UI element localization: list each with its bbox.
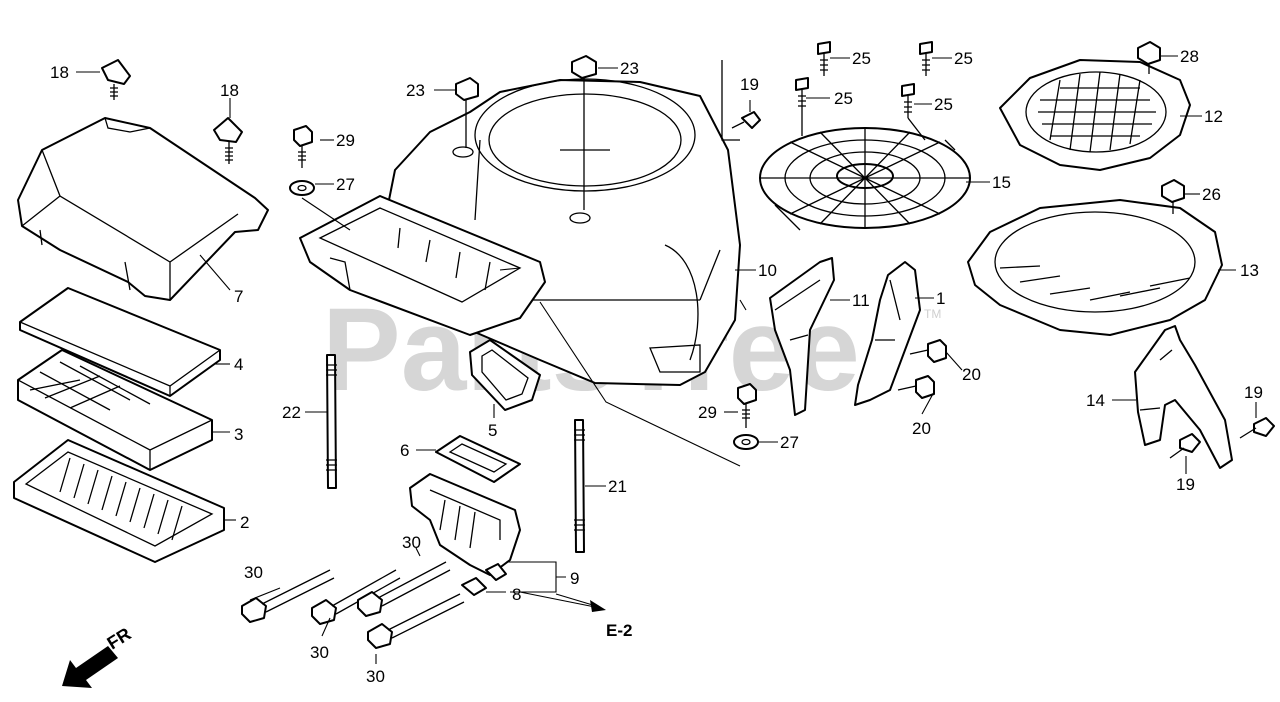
callout-14: 14: [1086, 391, 1105, 410]
part-filter-element: [17, 349, 213, 471]
part-bolt-30a: [241, 569, 335, 623]
callout-10: 10: [758, 261, 777, 280]
part-fan-shroud-ring: [967, 199, 1223, 336]
part-gasket-5: [469, 339, 541, 411]
part-gasket-6: [435, 435, 521, 483]
part-bolt-20b: [897, 375, 935, 399]
callout-28: 28: [1180, 47, 1199, 66]
front-direction-arrow: [62, 646, 118, 688]
part-bolt-20a: [909, 339, 947, 363]
part-fan-screen: [759, 127, 971, 231]
callout-25: 25: [852, 49, 871, 68]
callout-4: 4: [234, 355, 243, 374]
part-bolt-30c: [357, 561, 451, 617]
part-flange-nut-23b: [571, 55, 597, 210]
callout-30: 30: [310, 643, 329, 662]
callout-1: 1: [936, 289, 945, 308]
callout-15: 15: [992, 173, 1011, 192]
callout-11: 11: [852, 291, 870, 310]
callout-27: 27: [780, 433, 799, 452]
callout-12: 12: [1204, 107, 1223, 126]
callout-25: 25: [954, 49, 973, 68]
part-bracket-14: [1134, 325, 1233, 469]
callout-2: 2: [240, 513, 249, 532]
callout-20: 20: [912, 419, 931, 438]
part-shroud-1: [854, 261, 921, 406]
callout-30: 30: [244, 563, 263, 582]
callout-9: 9: [570, 569, 579, 588]
part-stud-22: [326, 354, 337, 489]
part-bolt-19a: [721, 60, 761, 141]
part-wing-bolt-18b: [213, 117, 243, 164]
callout-19: 19: [1244, 383, 1263, 402]
part-screw-25b: [919, 41, 933, 76]
part-recoil-cover: [999, 59, 1191, 171]
callout-23: 23: [406, 81, 425, 100]
callout-20: 20: [962, 365, 981, 384]
callout-29: 29: [336, 131, 355, 150]
part-wing-bolt-18a: [101, 59, 131, 100]
part-air-cleaner-case: [13, 439, 225, 563]
part-washer-27b: [733, 434, 759, 450]
part-intake-manifold: [409, 473, 521, 576]
part-flange-nut-23a: [455, 77, 479, 148]
callout-21: 21: [608, 477, 627, 496]
part-shroud-11: [769, 257, 835, 416]
callout-29: 29: [698, 403, 717, 422]
part-screw-25a: [817, 41, 831, 76]
callout-25: 25: [834, 89, 853, 108]
callout-13: 13: [1240, 261, 1259, 280]
callout-labels: 18 18 7 4 3 2 29 27 23 23 10 11 1 22 5 6…: [50, 47, 1263, 686]
part-washer-27a: [289, 180, 315, 196]
watermark-trademark: TM: [924, 307, 941, 321]
callout-25: 25: [934, 95, 953, 114]
callout-5: 5: [488, 421, 497, 440]
callout-18: 18: [50, 63, 69, 82]
e2-arrow: [555, 593, 606, 612]
part-bolt-29a: [293, 125, 313, 168]
part-screw-25d: [901, 83, 926, 141]
part-bolt-29b: [737, 383, 757, 428]
part-bolt-28: [1137, 41, 1161, 74]
callout-27: 27: [336, 175, 355, 194]
callout-23: 23: [620, 59, 639, 78]
callout-3: 3: [234, 425, 243, 444]
callout-30: 30: [402, 533, 421, 552]
part-bolt-26: [1161, 179, 1185, 214]
part-bolt-30d: [367, 593, 465, 649]
callout-19: 19: [740, 75, 759, 94]
callout-26: 26: [1202, 185, 1221, 204]
callout-30: 30: [366, 667, 385, 686]
part-bolt-30b: [311, 569, 401, 625]
part-dowel-pin-8: [461, 563, 507, 596]
callout-7: 7: [234, 287, 243, 306]
reference-e2: E-2: [606, 621, 632, 640]
part-bolt-19b: [1169, 433, 1201, 459]
callout-18: 18: [220, 81, 239, 100]
part-screw-25c: [795, 77, 809, 136]
callout-6: 6: [400, 441, 409, 460]
callout-22: 22: [282, 403, 301, 422]
part-bolt-19c: [1239, 417, 1275, 439]
callout-8: 8: [512, 585, 521, 604]
leader-lines: [76, 55, 1257, 664]
part-air-cleaner-cover: [17, 117, 269, 301]
part-pre-filter: [19, 287, 221, 397]
callout-19: 19: [1176, 475, 1195, 494]
part-stud-21: [574, 419, 585, 553]
